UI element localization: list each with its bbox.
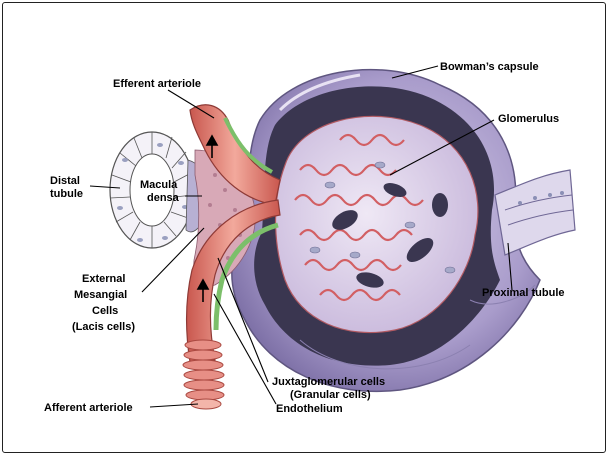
label-external-mesangial-line3: Cells — [92, 305, 118, 317]
label-glomerulus: Glomerulus — [498, 113, 559, 125]
label-efferent-arteriole: Efferent arteriole — [113, 78, 201, 90]
label-juxtaglomerular-line1: Juxtaglomerular cells — [272, 376, 385, 388]
label-bowmans-capsule: Bowman’s capsule — [440, 61, 539, 73]
label-external-mesangial-line2: Mesangial — [74, 289, 127, 301]
label-afferent-arteriole: Afferent arteriole — [44, 402, 133, 414]
label-distal-tubule-line1: Distal — [50, 175, 80, 187]
label-juxtaglomerular-line2: (Granular cells) — [290, 389, 371, 401]
label-distal-tubule-line2: tubule — [50, 188, 83, 200]
label-proximal-tubule: Proximal tubule — [482, 287, 565, 299]
label-external-mesangial-line1: External — [82, 273, 125, 285]
label-endothelium: Endothelium — [276, 403, 343, 415]
label-external-mesangial-line4: (Lacis cells) — [72, 321, 135, 333]
label-macula-densa-line2: densa — [147, 192, 180, 204]
label-macula-densa-line1: Macula — [140, 179, 178, 191]
